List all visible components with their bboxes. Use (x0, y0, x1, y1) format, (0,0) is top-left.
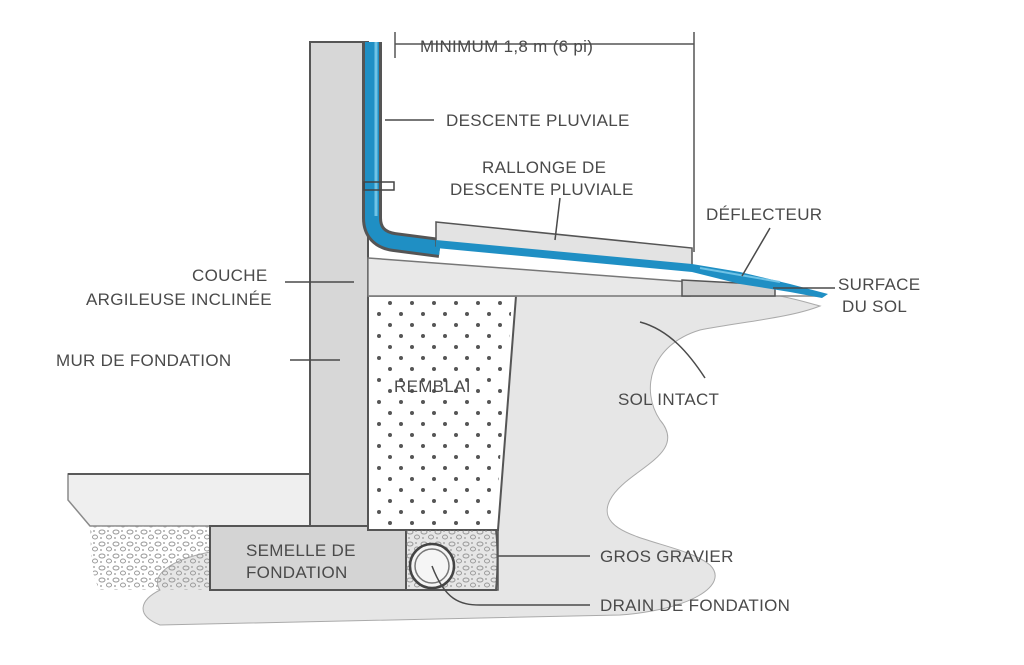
leader-lines (285, 119, 835, 606)
left-gravel (90, 526, 212, 590)
descente-pluviale-water (365, 42, 441, 255)
label-descente-pluviale: DESCENTE PLUVIALE (446, 111, 630, 130)
label-couche-2: ARGILEUSE INCLINÉE (86, 290, 272, 309)
water-outflow-highlight (699, 267, 781, 283)
label-semelle-1: SEMELLE DE (246, 541, 356, 560)
label-remblai: REMBLAI (394, 377, 471, 396)
label-minimum: MINIMUM 1,8 m (6 pi) (420, 37, 593, 56)
label-mur-de-fondation: MUR DE FONDATION (56, 351, 231, 370)
label-semelle-2: FONDATION (246, 563, 348, 582)
rallonge-water (436, 240, 692, 272)
foundation-wall (309, 41, 369, 527)
gros-gravier-outline (406, 529, 499, 591)
label-deflecteur: DÉFLECTEUR (706, 205, 822, 224)
label-couche-1: COUCHE (192, 266, 267, 285)
descente-pluviale-pipe (362, 42, 442, 258)
label-rallonge-2: DESCENTE PLUVIALE (450, 180, 634, 199)
remblai-dots (372, 300, 512, 526)
floor-slab (67, 473, 311, 527)
label-surface-2: DU SOL (842, 297, 907, 316)
label-gros-gravier: GROS GRAVIER (600, 547, 734, 566)
label-sol-intact: SOL INTACT (618, 390, 719, 409)
downspout-strap (363, 181, 395, 191)
label-rallonge-1: RALLONGE DE (482, 158, 606, 177)
label-drain-de-fondation: DRAIN DE FONDATION (600, 596, 790, 615)
semelle-footing (209, 525, 407, 591)
label-surface-1: SURFACE (838, 275, 920, 294)
